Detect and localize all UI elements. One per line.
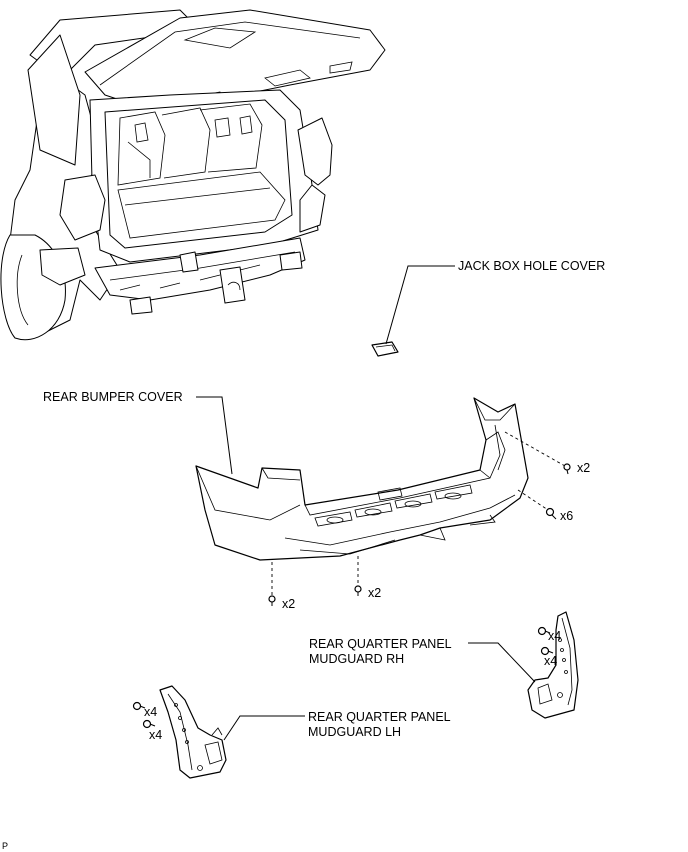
bumper-bottom-center-clip-icon <box>354 585 362 596</box>
mudguard-rh-leader-line <box>468 642 536 683</box>
mudguard-lh-part <box>159 685 227 779</box>
jack-box-hole-cover-part <box>371 341 399 357</box>
mudguard-rh-lower-qty: x4 <box>544 654 557 668</box>
mudguard-lh-upper-qty: x4 <box>144 705 157 719</box>
mudguard-lh-leader-line <box>223 715 305 741</box>
mudguard-rh-upper-qty: x4 <box>548 629 561 643</box>
mudguard-rh-upper-clip-icon <box>537 626 551 636</box>
footer-code: P <box>2 841 8 851</box>
bumper-side-screw-dashline <box>517 489 549 511</box>
rear-bumper-leader-line <box>196 396 233 475</box>
bumper-side-clip-icon <box>563 463 571 475</box>
bumper-side-screw-qty: x6 <box>560 509 573 523</box>
jack-box-hole-cover-label: JACK BOX HOLE COVER <box>458 259 605 273</box>
bumper-bottom-center-qty: x2 <box>368 586 381 600</box>
rear-bumper-cover-part <box>195 397 529 561</box>
bumper-bottom-left-clip-icon <box>268 595 276 606</box>
bumper-side-clip-qty: x2 <box>577 461 590 475</box>
mudguard-lh-label-line1: REAR QUARTER PANEL <box>308 710 451 724</box>
mudguard-rh-label-line2: MUDGUARD RH <box>309 652 404 666</box>
mudguard-rh-part <box>527 611 579 719</box>
mudguard-rh-label-line1: REAR QUARTER PANEL <box>309 637 452 651</box>
mudguard-lh-label-line2: MUDGUARD LH <box>308 725 401 739</box>
mudguard-lh-upper-clip-icon <box>132 701 146 711</box>
bumper-side-screw-icon <box>545 507 557 520</box>
jack-box-leader-line <box>385 265 455 345</box>
mudguard-lh-lower-clip-icon <box>142 719 156 729</box>
rear-bumper-cover-label: REAR BUMPER COVER <box>43 390 183 404</box>
vehicle-rear-illustration <box>0 9 386 341</box>
mudguard-lh-lower-qty: x4 <box>149 728 162 742</box>
bumper-bottom-left-qty: x2 <box>282 597 295 611</box>
mudguard-rh-lower-clip-icon <box>540 646 554 656</box>
